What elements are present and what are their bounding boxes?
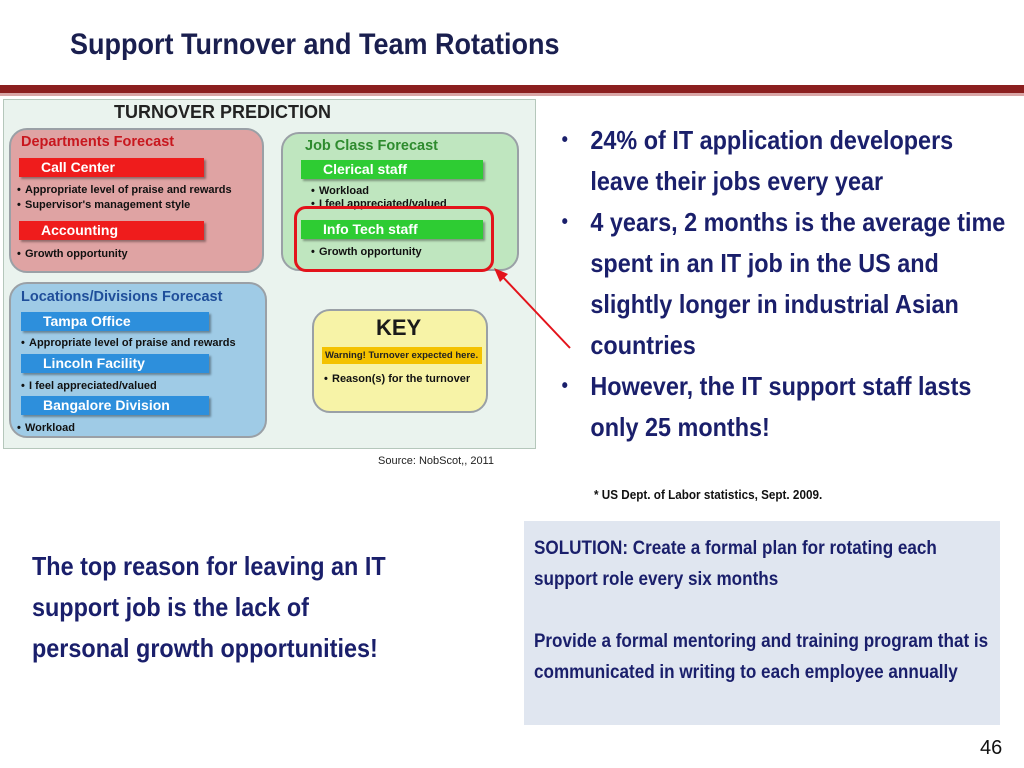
footnote: * US Dept. of Labor statistics, Sept. 20… [594, 487, 823, 502]
locations-forecast-title: Locations/Divisions Forecast [21, 289, 223, 305]
departments-forecast-title: Departments Forecast [21, 134, 175, 150]
bullet-item: •However, the IT support staff lasts onl… [561, 371, 972, 442]
solution-paragraph: SOLUTION: Create a formal plan for rotat… [534, 538, 937, 590]
pointer-arrow [494, 268, 571, 349]
bullet-item: •4 years, 2 months is the average time s… [561, 207, 1006, 360]
key-title: KEY [376, 315, 422, 340]
mentoring-paragraph: Provide a formal mentoring and training … [534, 631, 989, 683]
job-bullet: •Growth opportunity [311, 246, 422, 258]
title-rule [0, 85, 1024, 93]
solution-box: SOLUTION: Create a formal plan for rotat… [524, 521, 1000, 725]
call-center-bar: Call Center [19, 158, 204, 177]
key-warning: Warning! Turnover expected here. [322, 347, 482, 364]
page-number: 46 [980, 737, 1003, 759]
loc-bullet: •Appropriate level of praise and rewards [21, 337, 236, 349]
job-bullet: •Workload [311, 185, 369, 197]
key-panel: KEY Warning! Turnover expected here. •Re… [312, 309, 488, 413]
job-class-forecast-title: Job Class Forecast [305, 138, 438, 154]
turnover-prediction-diagram: TURNOVER PREDICTION Departments Forecast… [3, 99, 536, 449]
bullet-item: •24% of IT application developers leave … [561, 125, 954, 196]
title-rule-shadow [0, 93, 1024, 96]
clerical-staff-bar: Clerical staff [301, 160, 483, 179]
slide-title: Support Turnover and Team Rotations [70, 28, 560, 61]
dept-bullet: •Supervisor's management style [17, 199, 191, 211]
job-class-forecast-panel: Job Class Forecast Clerical staff •Workl… [281, 132, 519, 271]
diagram-source: Source: NobScot,, 2011 [378, 455, 494, 467]
departments-forecast-panel: Departments Forecast Call Center •Approp… [9, 128, 264, 273]
info-tech-highlight-ring [294, 206, 494, 272]
tampa-office-bar: Tampa Office [21, 312, 209, 331]
lincoln-facility-bar: Lincoln Facility [21, 354, 209, 373]
statistics-bullet-list: •24% of IT application developers leave … [558, 120, 1013, 448]
dept-bullet: •Growth opportunity [17, 248, 128, 260]
bangalore-division-bar: Bangalore Division [21, 396, 209, 415]
loc-bullet: •Workload [17, 422, 75, 434]
key-bullet: •Reason(s) for the turnover [324, 373, 471, 385]
loc-bullet: •I feel appreciated/valued [21, 380, 157, 392]
diagram-heading: TURNOVER PREDICTION [114, 102, 332, 122]
locations-forecast-panel: Locations/Divisions Forecast Tampa Offic… [9, 282, 267, 438]
info-tech-staff-bar: Info Tech staff [301, 220, 483, 239]
accounting-bar: Accounting [19, 221, 204, 240]
dept-bullet: •Appropriate level of praise and rewards [17, 184, 232, 196]
callout-text: The top reason for leaving an IT support… [32, 551, 386, 663]
